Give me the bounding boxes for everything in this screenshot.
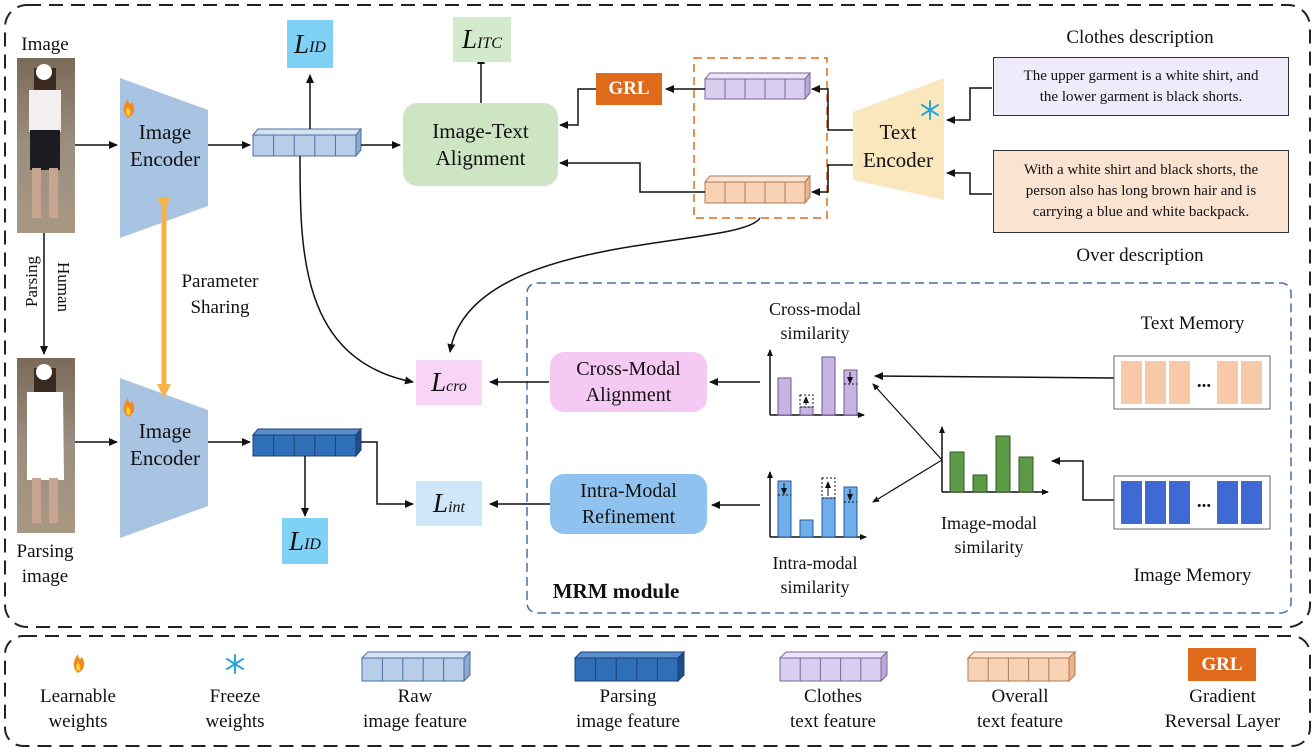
parameter-sharing-label-2: Sharing xyxy=(190,297,250,318)
clothes-description-title: Clothes description xyxy=(1066,27,1214,48)
image-modal-similarity-label-1: Image-modal xyxy=(941,513,1037,533)
flame-icon xyxy=(123,99,135,118)
legend-parsing-bar xyxy=(573,650,686,683)
snowflake-icon xyxy=(226,654,244,674)
text-memory xyxy=(1113,355,1271,410)
intra-modal-similarity-label-1: Intra-modal xyxy=(772,553,858,573)
legend-grl-1: Gradient xyxy=(1189,686,1256,707)
image-encoder-bottom-line1: Image xyxy=(138,419,192,443)
main-frame xyxy=(4,4,1311,628)
raw-feature-bar xyxy=(251,127,363,158)
image-encoder-top xyxy=(120,78,208,238)
legend-parsing-1: Parsing xyxy=(599,686,657,707)
snowflake-icon xyxy=(921,100,939,120)
human-parsing-label-2: Parsing xyxy=(22,256,41,307)
legend-frame xyxy=(4,635,1311,747)
mrm-frame xyxy=(526,282,1292,614)
text-memory-ellipsis: ... xyxy=(1196,371,1212,392)
image-memory-ellipsis: ... xyxy=(1196,491,1212,512)
image-modal-similarity-label-2: similarity xyxy=(954,537,1024,557)
overall-description-title: Over description xyxy=(1076,245,1204,266)
legend-clothes-bar xyxy=(778,650,889,683)
human-parsing-label-1: Human xyxy=(54,262,73,313)
legend-raw-bar xyxy=(360,650,472,683)
image-encoder-top-line1: Image xyxy=(138,120,192,144)
parsing-image-label-2: image xyxy=(21,566,69,587)
legend-learnable-1: Learnable xyxy=(40,686,116,707)
legend-grl-box: GRL xyxy=(1188,648,1256,681)
clothes-feature-bar xyxy=(703,71,812,101)
legend-grl-2: Reversal Layer xyxy=(1164,711,1281,732)
parsing-feature-bar xyxy=(251,427,363,458)
legend-parsing-2: image feature xyxy=(576,711,680,732)
overall-feature-bar xyxy=(703,174,812,205)
legend-overall-bar xyxy=(966,650,1077,683)
image-encoder-bottom xyxy=(120,378,208,538)
legend-clothes-1: Clothes xyxy=(803,686,863,707)
flame-icon xyxy=(73,654,85,673)
parsing-image-label-1: Parsing xyxy=(16,541,74,562)
intra-modal-chart xyxy=(767,471,867,540)
image-encoder-bottom-line2: Encoder xyxy=(130,446,200,470)
text-encoder-line2: Encoder xyxy=(863,148,933,172)
grl-box: GRL xyxy=(596,73,662,105)
image-label: Image xyxy=(21,34,69,55)
image-modal-chart xyxy=(939,426,1049,495)
text-encoder xyxy=(853,78,944,200)
cross-modal-similarity-label-1: Cross-modal xyxy=(769,299,861,319)
legend-learnable-2: weights xyxy=(48,711,108,732)
legend-overall-1: Overall xyxy=(991,686,1049,707)
image-memory xyxy=(1113,475,1271,530)
overall-description-box: With a white shirt and black shorts, the… xyxy=(993,150,1289,233)
legend-freeze-1: Freeze xyxy=(209,686,261,707)
input-image xyxy=(17,58,75,233)
legend-clothes-2: text feature xyxy=(790,711,876,732)
flame-icon xyxy=(123,398,135,417)
text-encoder-line1: Text xyxy=(879,120,917,144)
image-memory-label: Image Memory xyxy=(1133,565,1252,586)
text-feature-frame xyxy=(693,57,828,219)
parsing-image xyxy=(17,358,75,533)
text-memory-label: Text Memory xyxy=(1140,313,1245,334)
legend-freeze-2: weights xyxy=(205,711,265,732)
legend-raw-2: image feature xyxy=(363,711,467,732)
legend-overall-2: text feature xyxy=(977,711,1063,732)
parameter-sharing-label-1: Parameter xyxy=(181,271,259,292)
intra-modal-similarity-label-2: similarity xyxy=(780,577,850,597)
legend-raw-1: Raw xyxy=(397,686,433,707)
mrm-module-title: MRM module xyxy=(552,579,680,603)
cross-modal-similarity-label-2: similarity xyxy=(780,323,850,343)
image-encoder-top-line2: Encoder xyxy=(130,147,200,171)
cross-modal-chart xyxy=(767,349,865,418)
